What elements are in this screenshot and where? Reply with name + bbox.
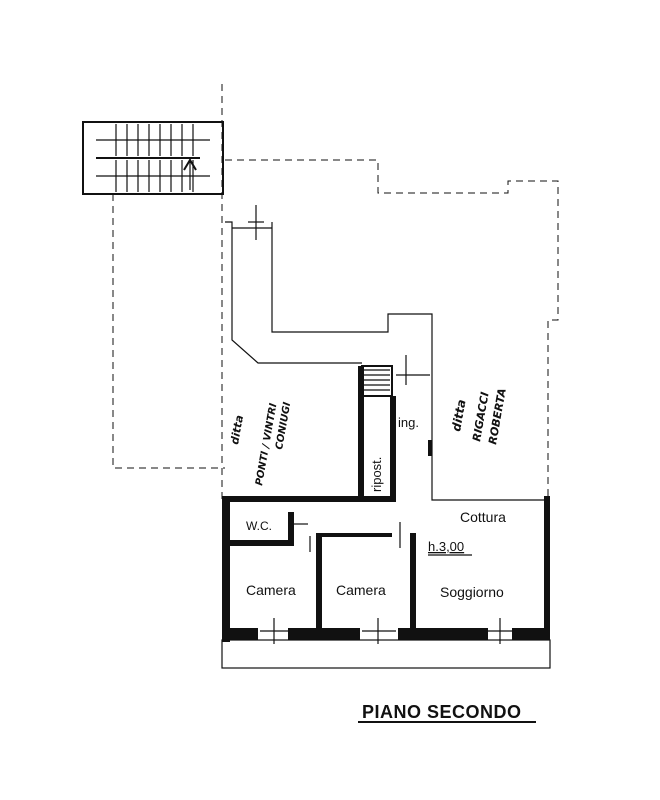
ceiling-height-label: h.3,00 xyxy=(428,539,464,554)
room-label-ripost: ripost. xyxy=(369,457,384,492)
interior-walls xyxy=(230,512,416,628)
neighbor-left-label-1: ditta xyxy=(228,414,246,445)
ripostiglio xyxy=(358,366,396,502)
room-label-camera-2: Camera xyxy=(336,582,386,598)
openings xyxy=(260,505,549,644)
plan-title: PIANO SECONDO xyxy=(362,702,522,722)
room-label-cottura: Cottura xyxy=(460,509,506,525)
room-label-wc: W.C. xyxy=(246,519,272,533)
staircase xyxy=(82,121,224,195)
room-label-ing: ing. xyxy=(398,415,419,430)
room-label-soggiorno: Soggiorno xyxy=(440,584,504,600)
neighbor-right-label-1: ditta xyxy=(449,398,468,432)
apartment-walls xyxy=(221,496,551,669)
room-label-camera-1: Camera xyxy=(246,582,296,598)
entry-door-mark xyxy=(428,440,432,456)
landing-outline xyxy=(225,205,550,501)
neighbor-outline xyxy=(112,84,559,500)
